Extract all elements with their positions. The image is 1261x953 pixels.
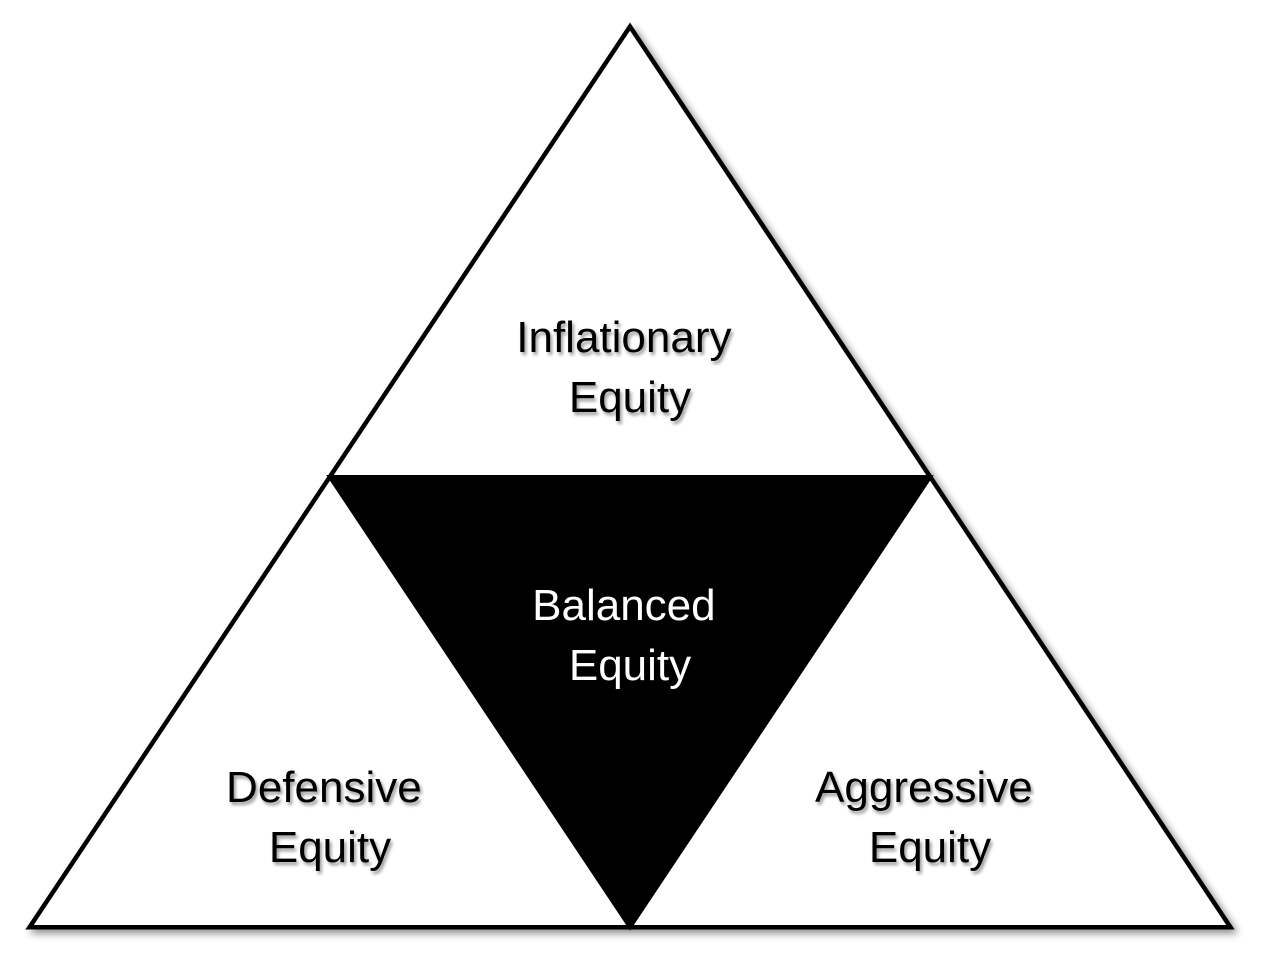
- top-region-label-line2: Equity: [569, 373, 691, 422]
- center-region-label-line1: Balanced: [532, 581, 715, 630]
- top-region-label-line1: Inflationary: [516, 313, 731, 362]
- center-region-triangle: [326, 475, 934, 931]
- left-region-label: Defensive Equity: [226, 763, 434, 872]
- right-region-label: Aggressive Equity: [815, 763, 1045, 872]
- top-region-label: Inflationary Equity: [516, 313, 743, 422]
- right-region-label-line1: Aggressive: [815, 763, 1033, 812]
- center-region-label: Balanced Equity: [532, 581, 728, 690]
- left-region-label-line2: Equity: [269, 823, 391, 872]
- center-region-label-line2: Equity: [569, 641, 691, 690]
- left-region-label-line1: Defensive: [226, 763, 422, 812]
- right-region-label-line2: Equity: [869, 823, 991, 872]
